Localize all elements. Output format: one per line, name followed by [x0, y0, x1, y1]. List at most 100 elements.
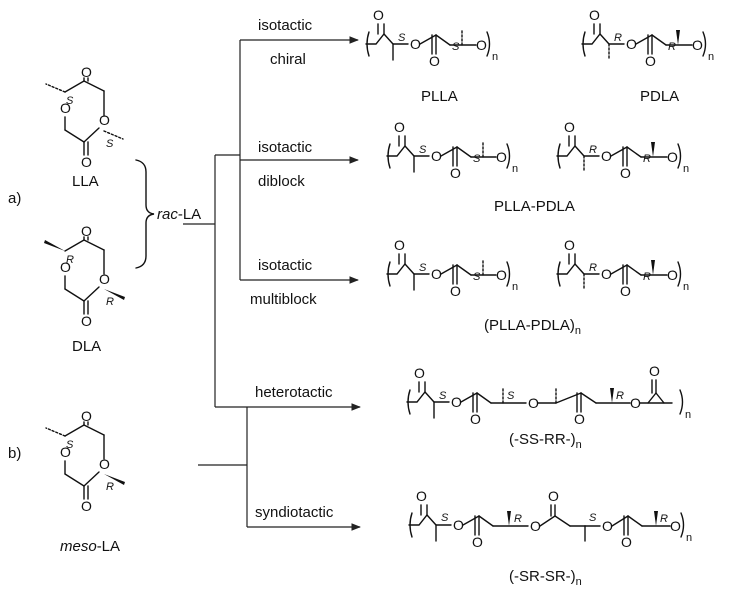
arrow-syndiotactic: syndiotactic [255, 504, 334, 521]
multiblock-carbonyl-o-4: O [620, 283, 631, 299]
dla-ring-o-left: O [60, 259, 71, 275]
arrow-isotactic-diblock-line2: diblock [258, 173, 305, 190]
multiblock-n-1: n [512, 281, 518, 293]
multiblock-label-sub: n [575, 325, 581, 337]
diblock-ester-o-4: O [667, 149, 678, 165]
meso-la-structure: O O O O S R [45, 408, 125, 514]
dla-carbonyl-o-bottom: O [81, 313, 92, 329]
part-b-label: b) [8, 445, 21, 462]
lla-ring-o-right: O [99, 112, 110, 128]
meso-la-label: meso-LA [60, 538, 120, 555]
meso-suffix: -LA [97, 538, 120, 555]
meso-prefix: meso [60, 538, 97, 555]
heterotactic-structure: O O O O O O O S S R n [406, 363, 691, 427]
plla-carbonyl-o-1: O [373, 7, 384, 23]
syndio-ester-o-3: O [602, 518, 613, 534]
arrow-isotactic-chiral-line1: isotactic [258, 17, 313, 34]
dla-stereo-r-2: R [106, 296, 114, 308]
plla-stereo-s-1: S [398, 32, 406, 44]
rac-prefix: rac [157, 206, 178, 223]
hetero-n: n [685, 409, 691, 421]
plla-ester-o-1: O [410, 36, 421, 52]
pdla-ester-o-2: O [692, 37, 703, 53]
diblock-ester-o-3: O [601, 148, 612, 164]
multiblock-label: (PLLA-PDLA)n [484, 317, 581, 337]
pdla-carbonyl-o-1: O [589, 7, 600, 23]
rac-suffix: -LA [178, 206, 201, 223]
syndio-carbonyl-o-3: O [548, 488, 559, 504]
arrow-isotactic-multiblock-line1: isotactic [258, 257, 313, 274]
lla-stereo-s-1: S [66, 95, 74, 107]
meso-carbonyl-o-top: O [81, 408, 92, 424]
multiblock-ester-o-3: O [601, 266, 612, 282]
syndio-stereo-r-2: R [660, 513, 668, 525]
diblock-carbonyl-o-1: O [394, 119, 405, 135]
diblock-stereo-s-2: S [473, 153, 481, 165]
plla-structure: O O O O S S n [365, 7, 498, 69]
meso-stereo-s: S [66, 439, 74, 451]
arrow-heterotactic: heterotactic [255, 384, 333, 401]
lla-structure: O O O O S S [45, 64, 124, 170]
plla-pdla-multiblock-structure: O O O O S S n O O O O R R n [386, 237, 689, 299]
hetero-carbonyl-o-1: O [414, 365, 425, 381]
heterotactic-label: (-SS-RR-)n [509, 431, 582, 451]
diblock-carbonyl-o-4: O [620, 165, 631, 181]
plla-stereo-s-2: S [452, 41, 460, 53]
multiblock-carbonyl-o-2: O [450, 283, 461, 299]
lla-label: LLA [72, 173, 99, 190]
syndio-stereo-r-1: R [514, 513, 522, 525]
pdla-label: PDLA [640, 88, 679, 105]
pdla-n: n [708, 51, 714, 63]
reaction-tree [183, 36, 361, 531]
plla-carbonyl-o-2: O [429, 53, 440, 69]
hetero-label-sub: n [576, 439, 582, 451]
diblock-ester-o-1: O [431, 148, 442, 164]
dla-stereo-r-1: R [66, 254, 74, 266]
meso-ring-o-right: O [99, 456, 110, 472]
hetero-label-main: (-SS-RR-) [509, 431, 576, 448]
hetero-carbonyl-o-2: O [470, 411, 481, 427]
diblock-n-1: n [512, 163, 518, 175]
syndio-stereo-s-2: S [589, 512, 597, 524]
hetero-ester-o-2: O [528, 395, 539, 411]
meso-carbonyl-o-bottom: O [81, 498, 92, 514]
dla-carbonyl-o-top: O [81, 223, 92, 239]
pdla-stereo-r-2: R [668, 41, 676, 53]
plla-n: n [492, 51, 498, 63]
arrow-isotactic-multiblock-line2: multiblock [250, 291, 317, 308]
pdla-ester-o-1: O [626, 36, 637, 52]
multiblock-stereo-s-1: S [419, 262, 427, 274]
diblock-carbonyl-o-3: O [564, 119, 575, 135]
syndio-carbonyl-o-4: O [621, 534, 632, 550]
hetero-stereo-s-2: S [507, 390, 515, 402]
multiblock-ester-o-4: O [667, 267, 678, 283]
lla-stereo-s-2: S [106, 138, 114, 150]
multiblock-label-main: (PLLA-PDLA) [484, 317, 575, 334]
meso-ring-o-left: O [60, 444, 71, 460]
diblock-stereo-r-2: R [643, 153, 651, 165]
diblock-stereo-s-1: S [419, 144, 427, 156]
multiblock-stereo-s-2: S [473, 271, 481, 283]
diblock-n-2: n [683, 163, 689, 175]
multiblock-stereo-r-1: R [589, 262, 597, 274]
arrow-isotactic-chiral-line2: chiral [270, 51, 306, 68]
syndiotactic-structure: O O O O O O O O S R S R n [408, 488, 692, 550]
arrow-isotactic-diblock-line1: isotactic [258, 139, 313, 156]
plla-ester-o-2: O [476, 37, 487, 53]
diblock-carbonyl-o-2: O [450, 165, 461, 181]
plla-pdla-label: PLLA-PDLA [494, 198, 575, 215]
hetero-carbonyl-o-3: O [574, 411, 585, 427]
dla-structure: O O O O R R [44, 223, 125, 329]
syndio-label-sub: n [576, 576, 582, 588]
hetero-stereo-s-1: S [439, 390, 447, 402]
syndio-ester-o-1: O [453, 517, 464, 533]
lla-carbonyl-o-top: O [81, 64, 92, 80]
multiblock-ester-o-1: O [431, 266, 442, 282]
part-a-label: a) [8, 190, 21, 207]
syndio-n: n [686, 532, 692, 544]
rac-brace [135, 159, 155, 269]
rac-la-label: rac-LA [157, 206, 201, 223]
syndiotactic-label: (-SR-SR-)n [509, 568, 582, 588]
lla-carbonyl-o-bottom: O [81, 154, 92, 170]
